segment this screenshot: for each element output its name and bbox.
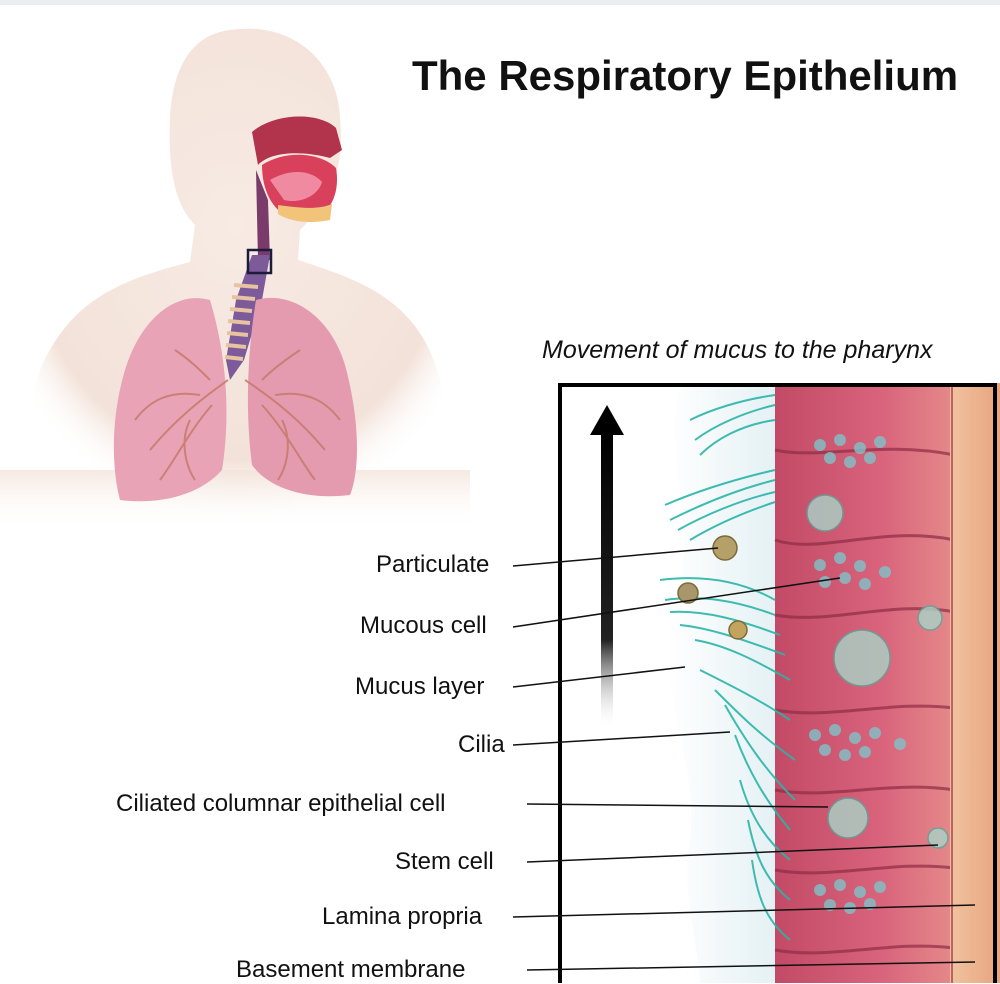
label-mucus-layer: Mucus layer <box>355 673 484 701</box>
label-mucous-cell: Mucous cell <box>360 612 487 640</box>
mucus-direction-arrow <box>590 405 624 730</box>
epithelium-panel <box>660 383 1000 983</box>
label-basement-membrane: Basement membrane <box>236 956 465 984</box>
label-particulate: Particulate <box>376 551 489 579</box>
label-stem-cell: Stem cell <box>395 848 494 876</box>
lamina-propria-layer <box>950 383 1000 983</box>
label-cilia: Cilia <box>458 731 505 759</box>
diagram-title: The Respiratory Epithelium <box>412 52 958 100</box>
human-figure <box>0 29 470 530</box>
mucus-layer <box>668 383 790 983</box>
label-lamina-propria: Lamina propria <box>322 903 482 931</box>
diagram-subtitle: Movement of mucus to the pharynx <box>542 336 932 365</box>
label-ciliated-columnar-cell: Ciliated columnar epithelial cell <box>116 790 446 818</box>
